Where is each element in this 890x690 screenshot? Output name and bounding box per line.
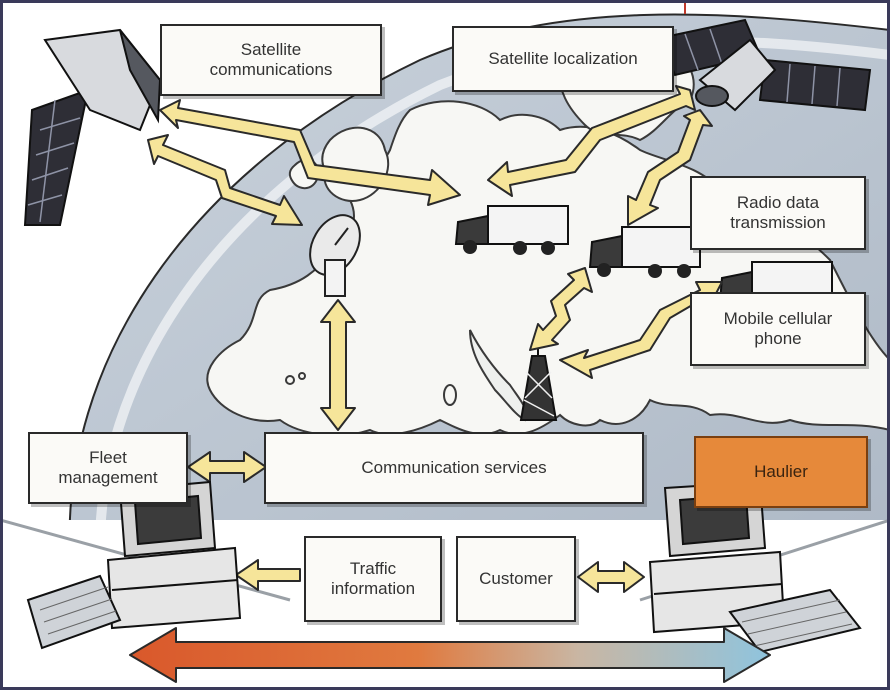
fleet-management-box: Fleet management	[28, 432, 188, 504]
arrow-customer-to-computer	[577, 561, 645, 593]
traffic-information-box: Traffic information	[304, 536, 442, 622]
satellite-communications-icon	[23, 28, 162, 226]
arrow-satcom-to-truck	[159, 99, 461, 206]
communication-services-label: Communication services	[361, 458, 547, 478]
haulier-box: Haulier	[694, 436, 868, 508]
radio-data-transmission-box: Radio data transmission	[690, 176, 866, 250]
satellite-communications-box: Satellite communications	[160, 24, 382, 96]
customer-label: Customer	[479, 569, 553, 589]
arrow-satloc-to-truck2	[627, 109, 713, 226]
satellite-dish-icon	[309, 214, 361, 297]
radio-data-transmission-label: Radio data transmission	[730, 193, 826, 232]
satellite-localization-box: Satellite localization	[452, 26, 674, 92]
satellite-localization-label: Satellite localization	[488, 49, 638, 69]
arrow-tower-to-mobile	[559, 281, 723, 379]
arrow-truck-to-tower	[529, 267, 593, 351]
mobile-cellular-phone-box: Mobile cellular phone	[690, 292, 866, 366]
arrow-satloc-to-truck1	[487, 85, 696, 197]
arrow-bottom-link	[129, 627, 771, 683]
satellite-localization-icon	[658, 18, 872, 112]
computer-left-icon	[26, 480, 242, 650]
page-edge-mark	[684, 0, 686, 14]
truck-icon	[454, 205, 569, 255]
british-isles	[321, 126, 390, 202]
island-mark	[285, 375, 295, 385]
traffic-information-label: Traffic information	[330, 559, 416, 598]
satellite-communications-label: Satellite communications	[209, 40, 333, 79]
island-mark	[298, 372, 306, 380]
mobile-cellular-phone-label: Mobile cellular phone	[723, 309, 833, 348]
arrow-dish-to-services	[320, 299, 356, 431]
communication-services-box: Communication services	[264, 432, 644, 504]
arrow-satcom-to-dish	[147, 134, 303, 226]
haulier-label: Haulier	[754, 462, 808, 482]
customer-box: Customer	[456, 536, 576, 622]
arrow-traffic-to-computer	[235, 559, 301, 591]
island-mark	[443, 384, 457, 406]
fleet-management-label: Fleet management	[58, 448, 158, 487]
